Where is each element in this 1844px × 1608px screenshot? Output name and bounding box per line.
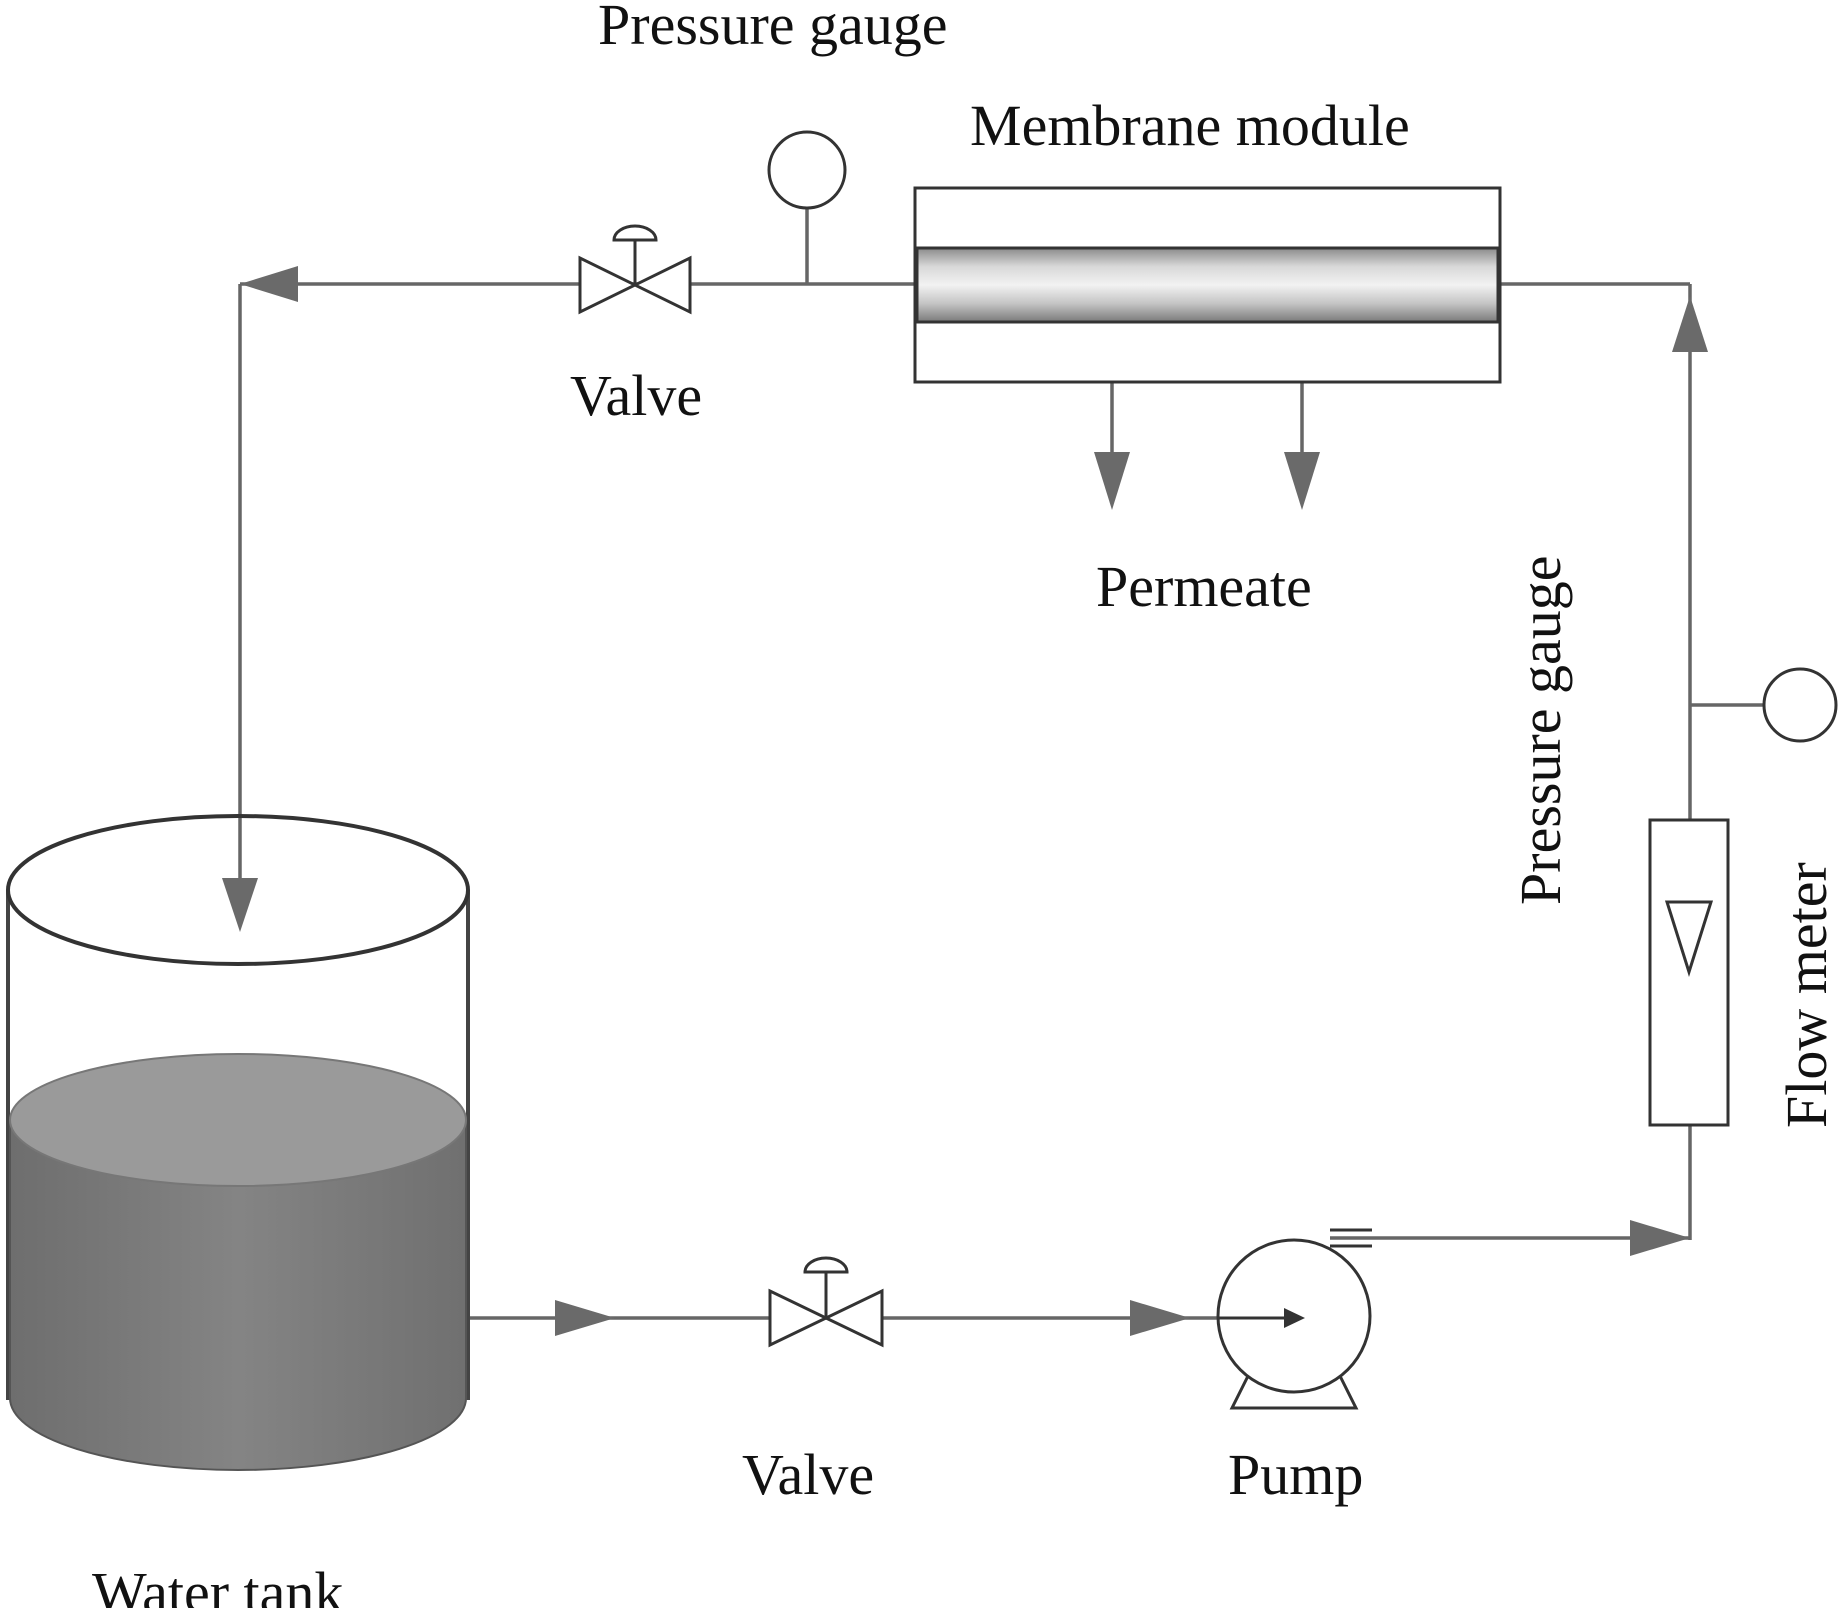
arrow-right-tank-outlet bbox=[555, 1300, 615, 1336]
pressure-gauge-top-icon bbox=[767, 130, 847, 210]
valve-bottom-handle bbox=[803, 1256, 849, 1274]
valve-bottom bbox=[768, 1256, 884, 1348]
arrow-up-riser bbox=[1672, 296, 1708, 352]
label-pressure-gauge-top: Pressure gauge bbox=[598, 0, 948, 57]
flow-arrows bbox=[222, 266, 1708, 1336]
flow-meter-float-icon bbox=[1664, 900, 1714, 978]
label-pump: Pump bbox=[1228, 1442, 1363, 1507]
arrow-down-tank bbox=[222, 878, 258, 932]
label-valve-bottom: Valve bbox=[742, 1442, 874, 1507]
tank-top-rim bbox=[6, 814, 470, 966]
arrow-right-discharge bbox=[1630, 1220, 1690, 1256]
label-membrane-module: Membrane module bbox=[970, 93, 1410, 158]
label-pressure-gauge-right: Pressure gauge bbox=[1508, 555, 1573, 905]
label-flow-meter: Flow meter bbox=[1774, 862, 1839, 1128]
flow-meter bbox=[1648, 818, 1730, 1127]
water-body bbox=[9, 1117, 467, 1471]
membrane-tube bbox=[915, 246, 1500, 324]
arrow-left-top bbox=[240, 266, 298, 302]
valve-top bbox=[578, 224, 692, 315]
pump bbox=[1216, 1228, 1372, 1410]
water-tank bbox=[6, 814, 470, 1471]
pressure-gauge-right-icon bbox=[1762, 667, 1838, 743]
arrow-permeate-2 bbox=[1284, 452, 1320, 510]
membrane-module bbox=[913, 186, 1502, 384]
valve-top-handle bbox=[612, 224, 658, 242]
label-permeate: Permeate bbox=[1096, 554, 1312, 619]
water-surface bbox=[9, 1053, 467, 1187]
pump-inner-arrow-icon bbox=[1284, 1308, 1305, 1328]
label-valve-top: Valve bbox=[570, 363, 702, 428]
pressure-gauge-right bbox=[1762, 667, 1838, 743]
labels: Pressure gauge Membrane module Valve Per… bbox=[92, 0, 1839, 1608]
arrow-right-to-pump bbox=[1130, 1300, 1190, 1336]
arrow-permeate-1 bbox=[1094, 452, 1130, 510]
pressure-gauge-top bbox=[767, 130, 847, 210]
label-water-tank: Water tank bbox=[92, 1560, 343, 1608]
